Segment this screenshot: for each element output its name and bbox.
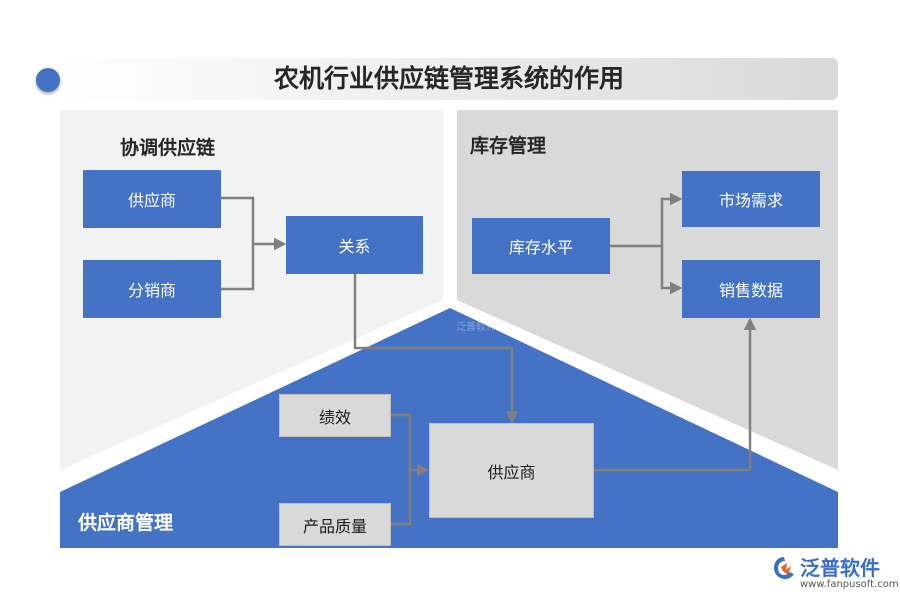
box-product-quality: 产品质量 [279, 503, 391, 546]
connector-inventory-to-sales [660, 246, 683, 295]
box-supplier-center: 供应商 [429, 423, 594, 518]
box-inventory-level: 库存水平 [472, 218, 610, 274]
logo-url: www.fanpusoft.com [800, 579, 899, 590]
box-supplier: 供应商 [83, 170, 221, 228]
connector-performance-to-supplier [391, 413, 430, 477]
section-title-coordinate: 协调供应链 [120, 137, 216, 159]
box-distributor: 分销商 [83, 260, 221, 318]
connector-relation-to-supplier [353, 274, 519, 424]
section-title-supplier-management: 供应商管理 [78, 512, 174, 534]
box-sales-data: 销售数据 [682, 260, 820, 318]
box-market-demand: 市场需求 [682, 171, 820, 227]
logo-name: 泛普软件 [800, 556, 880, 580]
connector-inventory-to-demand [610, 192, 683, 248]
title-bar [60, 58, 838, 100]
brand-logo: 泛普软件 www.fanpusoft.com [770, 552, 899, 596]
connector-supplier-to-relation [221, 196, 287, 251]
watermark: 泛普软件 [456, 322, 496, 333]
title-bullet-icon [36, 68, 60, 92]
connector-supplier-to-sales [594, 317, 757, 472]
connector-distributor-to-relation [221, 244, 255, 291]
fanpu-logo-icon [774, 557, 794, 579]
connector-quality-to-supplier [391, 470, 412, 526]
page-title: 农机行业供应链管理系统的作用 [273, 64, 624, 93]
section-title-inventory: 库存管理 [470, 135, 547, 157]
box-performance: 绩效 [279, 394, 391, 437]
box-relation: 关系 [286, 216, 423, 274]
